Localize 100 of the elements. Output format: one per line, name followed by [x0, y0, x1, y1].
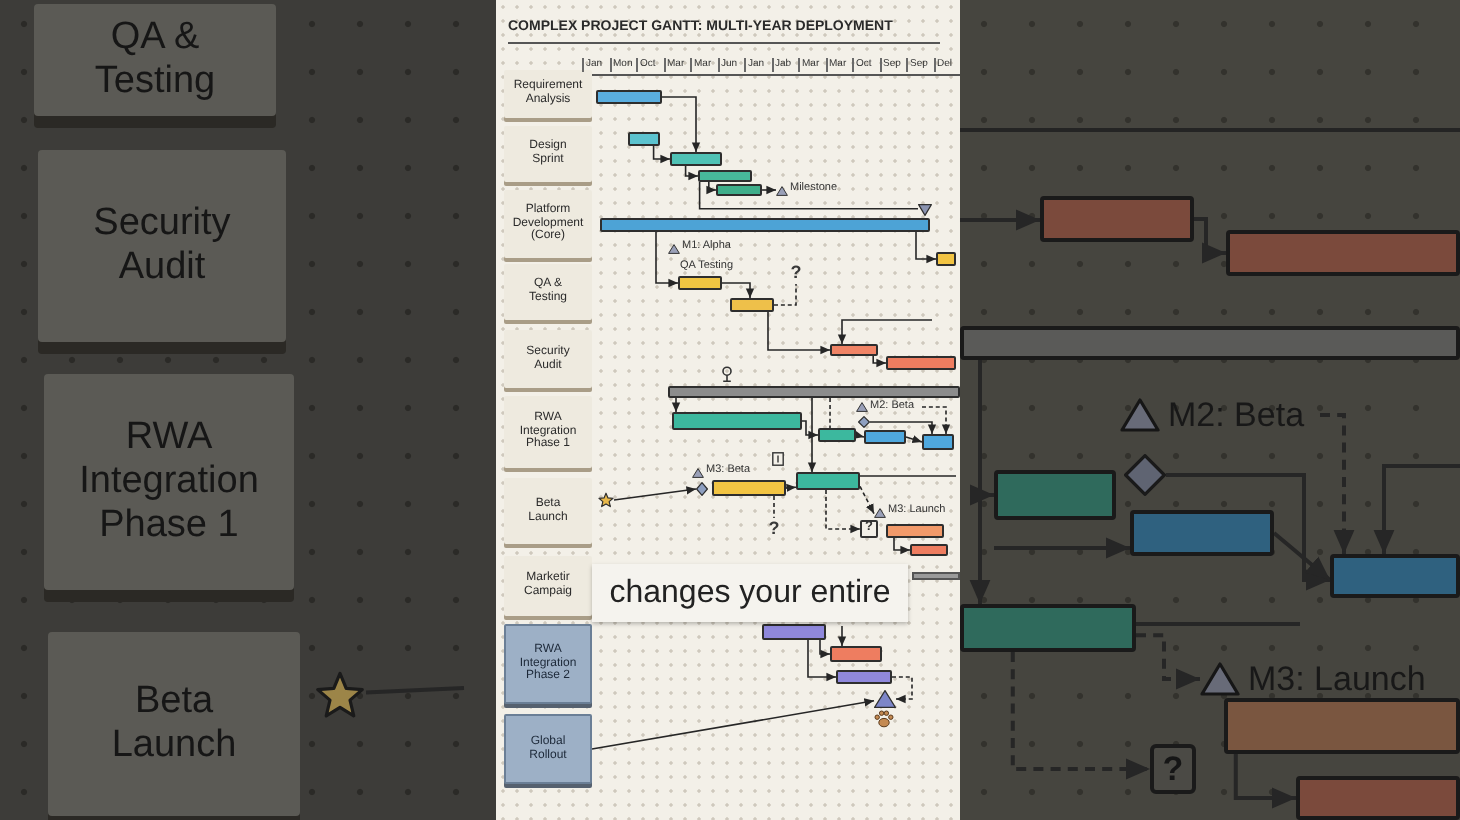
dependency-arrow	[1320, 413, 1355, 554]
task-bar	[994, 470, 1116, 520]
task-label-card	[504, 396, 592, 468]
task-name: QA & Testing	[92, 16, 218, 104]
diamond-icon	[696, 482, 708, 496]
question-mark: ?	[768, 520, 780, 538]
dependency-arrow	[1010, 652, 1150, 780]
dependency-arrow	[969, 360, 991, 604]
dependency-arrow	[661, 96, 701, 153]
dependency-arrow	[960, 209, 1040, 231]
dependency-arrow	[921, 406, 951, 435]
task-label-card	[504, 556, 592, 616]
dependency-arrow	[706, 181, 717, 195]
task-bar	[936, 252, 956, 266]
task-label-card	[48, 632, 300, 816]
dependency-arrow	[1233, 754, 1296, 809]
star-icon	[314, 670, 366, 720]
task-bar	[910, 544, 948, 556]
task-bar	[1296, 776, 1460, 820]
diamond-icon	[1124, 454, 1166, 496]
dependency-arrow	[869, 421, 937, 435]
dependency-arrow	[807, 639, 837, 682]
task-bar	[836, 670, 892, 684]
task-name: Security Audit	[91, 202, 233, 290]
dependency-arrow	[837, 625, 847, 647]
star-icon	[598, 492, 614, 508]
connector-line	[859, 475, 957, 477]
task-bar	[1040, 196, 1194, 242]
dependency-arrow	[684, 165, 699, 181]
dependency-arrow	[825, 489, 861, 534]
task-bar	[1224, 698, 1460, 754]
task-label-card	[504, 190, 592, 258]
connector-line	[829, 397, 831, 429]
dependency-arrow	[859, 485, 875, 515]
dependency-arrow	[721, 282, 755, 299]
connector-line	[698, 181, 919, 210]
dependency-arrow	[872, 355, 887, 368]
task-bar	[712, 480, 786, 496]
question-mark: ?	[790, 264, 802, 282]
task-name: RWA Integration Phase 1	[77, 416, 261, 548]
task-bar	[796, 472, 860, 490]
task-bar	[1226, 230, 1460, 276]
dependency-arrow	[970, 484, 994, 506]
triangle-icon	[918, 204, 932, 216]
task-label-card	[38, 150, 286, 342]
task-bar	[830, 646, 882, 662]
task-label-card	[504, 478, 592, 544]
task-bar	[864, 430, 906, 444]
task-label-card	[504, 70, 592, 118]
subtitle-caption: changes your entire	[592, 564, 908, 622]
task-bar	[960, 604, 1136, 652]
dependency-arrow	[1166, 473, 1330, 591]
task-bar	[762, 624, 826, 640]
dependency-arrow	[994, 537, 1130, 559]
task-bar	[922, 434, 954, 450]
dependency-arrow	[785, 483, 797, 493]
task-bar	[600, 218, 930, 232]
dependency-arrow	[801, 420, 819, 440]
dependency-arrow	[893, 537, 911, 555]
dependency-arrow	[819, 639, 831, 659]
task-label-card	[44, 374, 294, 590]
task-label-card	[34, 4, 276, 116]
connector-line	[773, 495, 775, 519]
diamond-icon	[858, 416, 870, 428]
connector-line	[365, 686, 465, 695]
dependency-arrow	[807, 397, 817, 473]
connector-line	[773, 283, 797, 306]
task-bar	[730, 298, 774, 312]
dependency-arrow	[591, 698, 875, 750]
summary-bar	[668, 386, 960, 398]
dependency-arrow	[761, 185, 777, 195]
task-bar	[1330, 554, 1460, 598]
dependency-arrow	[613, 486, 697, 501]
dependency-arrow	[891, 676, 913, 704]
task-bar	[830, 344, 878, 356]
dependency-arrow	[671, 397, 681, 413]
dependency-arrow	[767, 311, 831, 355]
dependency-arrow	[655, 231, 679, 288]
task-bar	[628, 132, 660, 146]
task-bar	[886, 524, 944, 538]
task-bar	[716, 184, 762, 196]
dependency-arrow	[1373, 464, 1460, 554]
dependency-arrow	[1136, 633, 1200, 690]
task-label-card	[504, 624, 592, 704]
triangle-icon	[874, 690, 896, 708]
task-name: Beta Launch	[109, 680, 239, 768]
task-bar	[1130, 510, 1274, 556]
dependency-arrow	[853, 430, 865, 439]
dependency-arrow	[1194, 217, 1226, 264]
task-label-card	[504, 126, 592, 182]
task-bar	[596, 90, 662, 104]
task-label-card	[504, 714, 592, 784]
question-box	[1150, 744, 1196, 794]
task-bar	[672, 412, 802, 430]
question-box	[860, 520, 878, 538]
task-bar	[886, 356, 956, 370]
task-bar	[670, 152, 722, 166]
dependency-arrow	[915, 231, 937, 264]
dependency-arrow	[837, 319, 933, 345]
question-mark: ?	[1162, 752, 1184, 786]
